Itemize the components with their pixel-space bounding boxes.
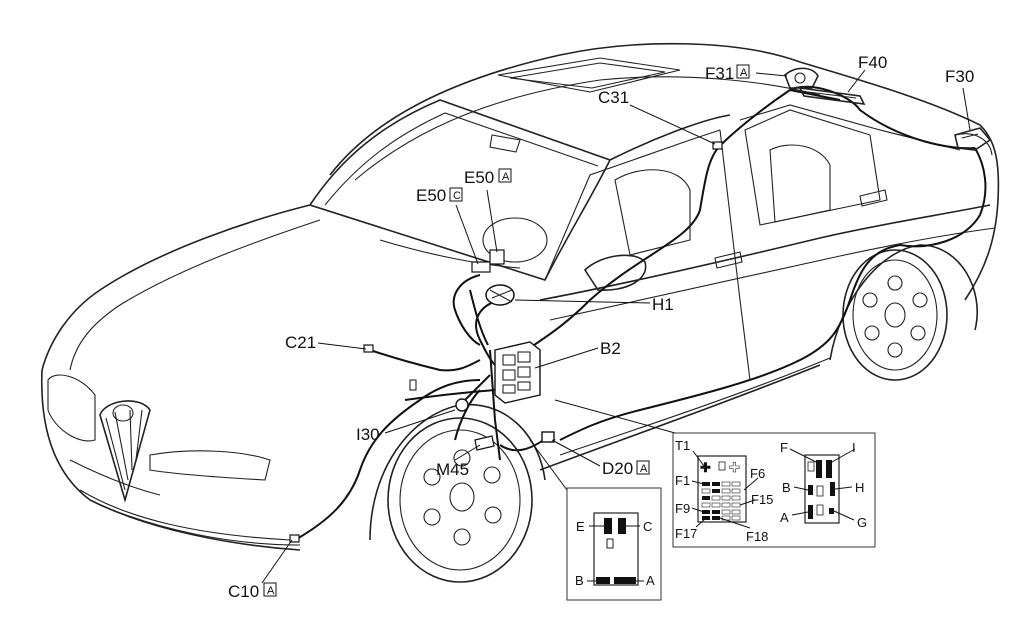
label-c21: C21 xyxy=(285,333,316,352)
fuse-f15: F15 xyxy=(751,492,773,507)
component-f31 xyxy=(784,67,819,89)
label-f30: F30 xyxy=(945,67,974,86)
label-b2: B2 xyxy=(600,339,621,358)
component-c10 xyxy=(289,534,300,543)
component-h1 xyxy=(485,284,515,306)
fuse-t1: T1 xyxy=(675,438,690,453)
svg-text:✚: ✚ xyxy=(729,460,740,475)
label-c31: C31 xyxy=(598,88,629,107)
fusebox-detail: ✚ ✚ T1 F1 F6 F15 F9 F17 F18 xyxy=(672,432,876,548)
label-f40: F40 xyxy=(858,53,887,72)
component-f30 xyxy=(954,127,992,151)
label-f31-tag: A xyxy=(740,67,748,79)
label-i30: I30 xyxy=(356,425,380,444)
component-f40 xyxy=(798,87,866,105)
pin-right-b: B xyxy=(782,480,791,495)
pin-right-h: H xyxy=(855,480,864,495)
component-i30 xyxy=(455,398,469,412)
pin-b: B xyxy=(575,573,584,588)
pin-right-f: F xyxy=(780,440,788,455)
connector-detail-left: E C B A xyxy=(566,487,662,601)
label-c10-tag: A xyxy=(267,585,275,597)
pin-right-i: I xyxy=(852,440,856,455)
pin-e: E xyxy=(576,519,585,534)
component-m45 xyxy=(474,435,495,451)
label-f31: F31 xyxy=(705,64,734,83)
label-e50-c: E50 xyxy=(416,186,446,205)
pin-right-g: G xyxy=(857,515,867,530)
fuse-f1: F1 xyxy=(675,473,690,488)
label-c10: C10 xyxy=(228,582,259,601)
label-m45: M45 xyxy=(436,460,469,479)
label-h1: H1 xyxy=(652,295,674,314)
fuse-f6: F6 xyxy=(750,466,765,481)
car-illustration xyxy=(40,42,1000,583)
component-c31 xyxy=(712,141,723,150)
svg-text:✚: ✚ xyxy=(700,460,711,475)
label-e50-a-tag: A xyxy=(502,171,510,183)
label-d20-tag: A xyxy=(640,463,648,475)
leader-lines xyxy=(261,69,971,584)
component-labels: F31 A F40 F30 C31 E50 A E50 C H1 C21 B2 … xyxy=(228,53,974,601)
component-d20 xyxy=(541,431,555,443)
fuse-f18: F18 xyxy=(746,529,768,544)
component-e50 xyxy=(471,249,505,273)
fuse-f9: F9 xyxy=(675,501,690,516)
label-d20: D20 xyxy=(602,459,633,478)
component-b2 xyxy=(494,341,541,404)
label-e50-c-tag: C xyxy=(453,190,461,202)
fuse-f17: F17 xyxy=(675,526,697,541)
label-e50-a: E50 xyxy=(464,168,494,187)
pin-a: A xyxy=(646,573,655,588)
wiring-harness xyxy=(294,85,987,541)
pin-right-a: A xyxy=(780,510,789,525)
pin-c: C xyxy=(643,519,652,534)
